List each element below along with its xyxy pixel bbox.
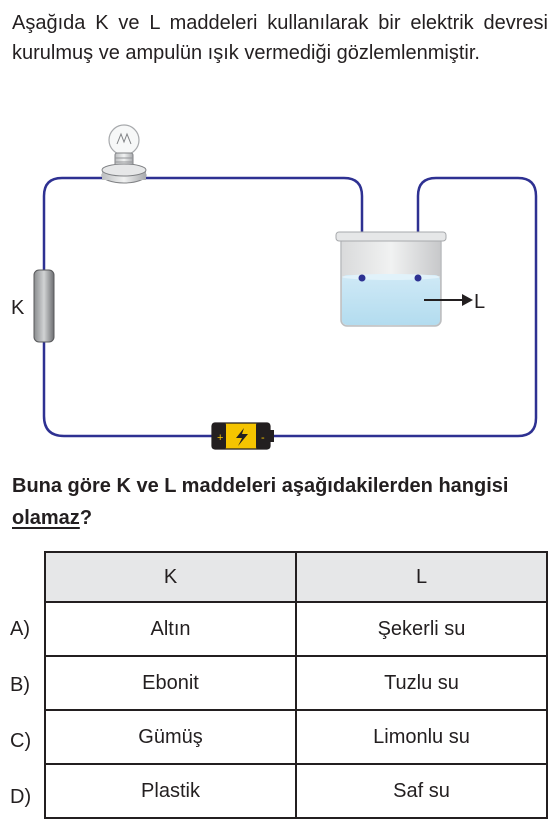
circuit-wire	[42, 176, 538, 438]
svg-text:-: -	[261, 432, 265, 444]
label-l-arrow	[424, 294, 473, 306]
intro-text: Aşağıda K ve L maddeleri kullanılarak bi…	[12, 12, 548, 64]
choice-letter-c[interactable]: C)	[10, 730, 32, 752]
beaker-icon	[335, 231, 447, 327]
svg-text:+: +	[217, 432, 223, 444]
cell-k: Altın	[44, 601, 297, 657]
choice-letter-d[interactable]: D)	[10, 786, 32, 808]
label-k: K	[11, 297, 25, 319]
choice-letter-a[interactable]: A)	[10, 618, 30, 640]
table-row[interactable]: Altın Şekerli su	[44, 601, 548, 657]
cell-k: Plastik	[44, 763, 297, 819]
question-text: Buna göre K ve L maddeleri aşağıdakilerd…	[12, 470, 548, 534]
cell-l: Şekerli su	[295, 601, 548, 657]
question-text-before: Buna göre K ve L maddeleri aşağıdakilerd…	[12, 475, 509, 497]
choice-letter-b[interactable]: B)	[10, 674, 30, 696]
light-bulb-icon	[101, 124, 147, 184]
table-row[interactable]: Plastik Saf su	[44, 763, 548, 819]
cell-l: Limonlu su	[295, 709, 548, 765]
header-k: K	[44, 551, 297, 603]
circuit-diagram: K L + -	[11, 124, 538, 450]
cell-k: Gümüş	[44, 709, 297, 765]
circuit-wire-top	[145, 176, 364, 278]
substance-k-rod	[33, 269, 55, 343]
battery-icon: + -	[211, 422, 274, 450]
label-l: L	[474, 291, 485, 313]
table-row[interactable]: Gümüş Limonlu su	[44, 709, 548, 765]
answer-table: K L Altın Şekerli su Ebonit Tuzlu su Güm…	[44, 551, 548, 819]
header-l: L	[295, 551, 548, 603]
question-emphasis: olamaz	[12, 507, 80, 529]
table-header-row: K L	[44, 551, 548, 603]
cell-k: Ebonit	[44, 655, 297, 711]
table-row[interactable]: Ebonit Tuzlu su	[44, 655, 548, 711]
question-text-after: ?	[79, 507, 93, 529]
cell-l: Saf su	[295, 763, 548, 819]
cell-l: Tuzlu su	[295, 655, 548, 711]
